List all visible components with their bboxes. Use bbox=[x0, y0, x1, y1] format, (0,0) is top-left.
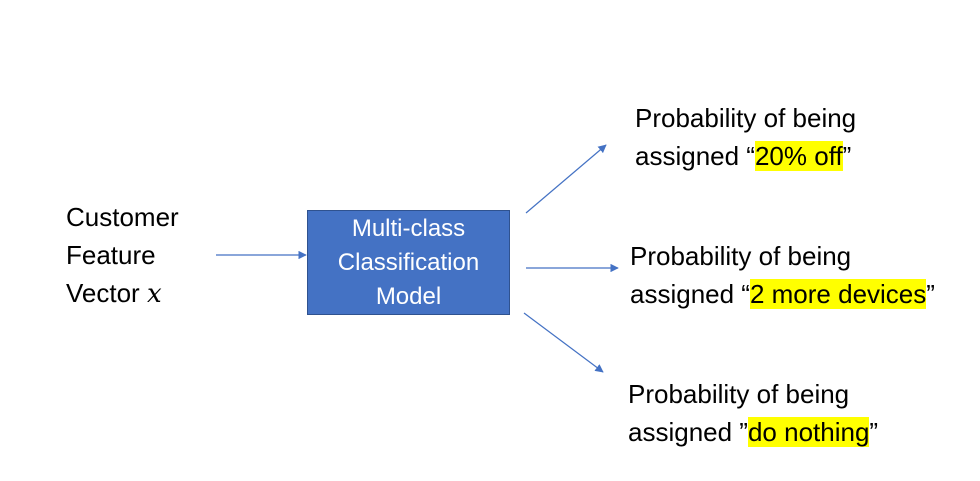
input-line-1: Customer bbox=[66, 202, 179, 232]
output-3-highlight: do nothing bbox=[747, 417, 870, 447]
input-line-3-prefix: Vector bbox=[66, 278, 147, 308]
output-1-line-2: assigned “20% off” bbox=[635, 137, 856, 175]
model-line-1: Multi-class bbox=[351, 214, 466, 242]
output-3-line-1: Probability of being bbox=[628, 379, 850, 409]
output-3-prefix: assigned ” bbox=[628, 417, 748, 447]
model-line-3: Model bbox=[375, 282, 442, 310]
output-1-highlight: 20% off bbox=[754, 141, 843, 171]
output-2-prefix: assigned “ bbox=[630, 279, 750, 309]
output-1-suffix: ” bbox=[842, 141, 852, 171]
output-2-line-1: Probability of being bbox=[630, 241, 852, 271]
output-label-2: Probability of being assigned “2 more de… bbox=[630, 237, 935, 313]
output-arrow-3 bbox=[523, 312, 604, 373]
output-arrow-1 bbox=[525, 144, 607, 214]
input-variable: x bbox=[146, 279, 162, 309]
model-box: Multi-class Classification Model bbox=[307, 210, 510, 315]
output-label-3: Probability of being assigned ”do nothin… bbox=[628, 375, 878, 451]
output-2-suffix: ” bbox=[926, 279, 935, 309]
output-2-line-2: assigned “2 more devices” bbox=[630, 275, 935, 313]
output-1-line-1: Probability of being bbox=[635, 103, 857, 133]
input-line-3: Vector x bbox=[66, 274, 179, 313]
output-label-1: Probability of being assigned “20% off” bbox=[635, 99, 856, 175]
output-3-suffix: ” bbox=[869, 417, 879, 447]
input-line-2: Feature bbox=[66, 240, 156, 270]
input-label: Customer Feature Vector x bbox=[66, 198, 179, 313]
output-1-prefix: assigned “ bbox=[635, 141, 755, 171]
output-2-highlight: 2 more devices bbox=[749, 279, 927, 309]
model-line-2: Classification bbox=[337, 248, 480, 276]
output-3-line-2: assigned ”do nothing” bbox=[628, 413, 878, 451]
